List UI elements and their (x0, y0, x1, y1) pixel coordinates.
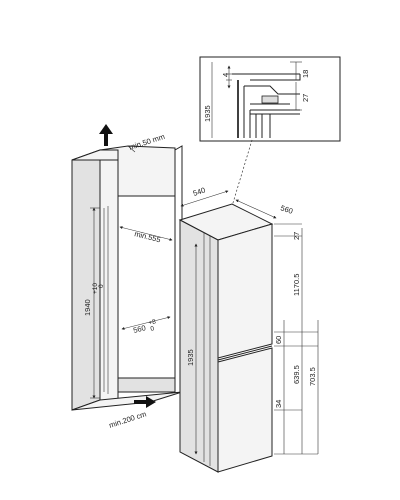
niche-depth-label: 560 (132, 323, 146, 335)
appliance-lower-639-label: 639.5 (292, 365, 301, 384)
niche-depth-tol-plus: +8 (148, 318, 157, 327)
detail-dim-1935: 1935 (203, 105, 212, 122)
appliance-width-dimline (180, 190, 229, 207)
detail-inset (199, 56, 341, 142)
niche-width-dimline (119, 226, 173, 241)
appliance-height-label: 1935 (186, 349, 195, 366)
niche-depth-dimline (121, 316, 171, 330)
niche-cabinet (71, 145, 183, 411)
niche-height-tol-plus: +10 (92, 283, 99, 294)
niche-depth-tol-minus: 0 (150, 325, 156, 333)
detail-dim-4: 4 (221, 73, 230, 77)
niche-min-vent-label: min.200 cm (108, 409, 148, 430)
detail-dim-27: 27 (301, 94, 310, 102)
appliance-bottom-34-label: 34 (274, 400, 283, 408)
detail-dim-18: 18 (301, 70, 310, 78)
appliance-top-gap-label: 27 (292, 232, 301, 240)
appliance-depth-dimline (235, 199, 277, 219)
appliance-width-label: 540 (192, 185, 207, 197)
niche-height-tol-minus: 0 (98, 284, 105, 288)
appliance-door-upper-label: 1170.5 (292, 274, 301, 296)
niche-height-label: 1940 (83, 299, 92, 316)
appliance-gap-60-label: 60 (274, 336, 283, 344)
airflow-up-arrow (99, 124, 113, 146)
appliance-depth-label: 560 (279, 203, 294, 215)
appliance-fridge (178, 203, 274, 473)
niche-top-gap-line (127, 145, 136, 153)
airflow-in-arrow (134, 396, 156, 408)
appliance-lower-703-label: 703.5 (308, 367, 317, 386)
detail-callout-line (225, 139, 253, 227)
niche-width-label: min.555 (134, 229, 162, 244)
